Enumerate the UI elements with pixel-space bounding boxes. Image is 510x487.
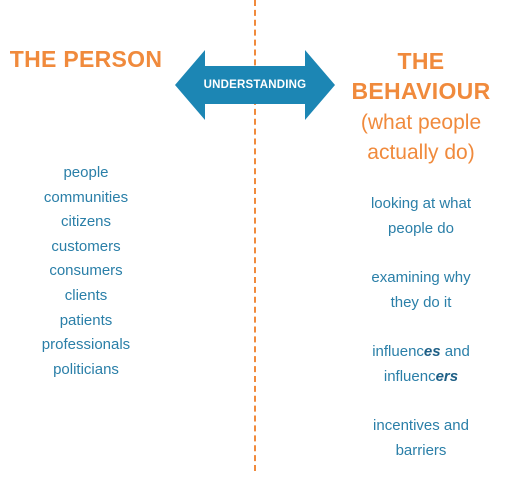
behaviour-item-line2-start: influenc — [383, 368, 436, 385]
behaviour-heading-line1: THE — [397, 48, 445, 74]
person-list-item: professionals — [41, 336, 131, 354]
behaviour-subheading: (what people actually do) — [336, 108, 506, 168]
person-list-item: patients — [59, 311, 113, 329]
behaviour-list-item: influences and influencers — [340, 339, 502, 389]
behaviour-item-line2: they do it — [390, 294, 452, 311]
behaviour-item-line2: people do — [388, 220, 454, 237]
behaviour-item-line1: looking at what — [370, 195, 472, 212]
behaviour-item-line2: barriers — [395, 442, 447, 459]
person-list-item: customers — [51, 237, 121, 255]
person-list-item: consumers — [49, 262, 123, 280]
behaviour-subheading-line2: actually do) — [367, 141, 475, 164]
center-dashed-divider — [254, 0, 256, 471]
behaviour-heading: THE BEHAVIOUR — [344, 46, 498, 106]
person-heading: THE PERSON — [9, 46, 163, 72]
behaviour-subheading-line1: (what people — [360, 111, 482, 134]
behaviour-item-line1-emphasis: es — [423, 343, 441, 360]
behaviour-list-item: examining why they do it — [340, 265, 502, 315]
person-list-item: communities — [43, 188, 129, 206]
person-list-item: clients — [64, 286, 108, 304]
behaviour-item-line1-end: and — [440, 343, 470, 360]
behaviour-item-line1: incentives and — [373, 417, 469, 434]
double-arrow-icon — [175, 50, 335, 120]
person-list-item: citizens — [60, 213, 112, 231]
behaviour-heading-line2: BEHAVIOUR — [351, 78, 491, 104]
behaviour-list-item: incentives and barriers — [340, 413, 502, 463]
behaviour-item-line1: examining why — [371, 269, 471, 286]
person-list-item: people — [63, 164, 109, 181]
understanding-label: UNDERSTANDING — [203, 79, 307, 91]
behaviour-item-line2-emphasis: ers — [435, 368, 459, 385]
behaviour-list: looking at what people do examining why … — [340, 191, 502, 487]
person-list: people communities citizens customers co… — [0, 161, 172, 382]
behaviour-item-line1-start: influenc — [372, 343, 424, 360]
behaviour-list-item: looking at what people do — [340, 191, 502, 241]
person-list-item: politicians — [53, 360, 119, 378]
